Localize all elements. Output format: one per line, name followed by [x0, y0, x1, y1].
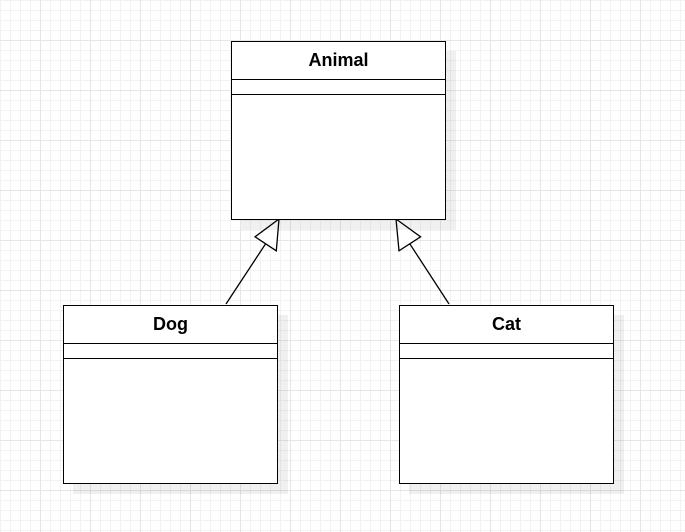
generalization-arrowhead	[253, 217, 280, 252]
inheritance-line	[225, 243, 267, 305]
methods-compartment	[232, 95, 445, 220]
generalization-arrowhead	[395, 217, 422, 252]
class-animal[interactable]: Animal	[231, 41, 446, 220]
inheritance-line	[409, 243, 450, 305]
methods-compartment	[400, 359, 613, 484]
class-name: Dog	[64, 306, 277, 344]
class-cat[interactable]: Cat	[399, 305, 614, 484]
attributes-compartment	[232, 80, 445, 95]
class-name: Cat	[400, 306, 613, 344]
generalization-dog-animal[interactable]	[225, 217, 280, 305]
generalization-cat-animal[interactable]	[395, 217, 450, 305]
class-name: Animal	[232, 42, 445, 80]
attributes-compartment	[400, 344, 613, 359]
attributes-compartment	[64, 344, 277, 359]
methods-compartment	[64, 359, 277, 484]
class-dog[interactable]: Dog	[63, 305, 278, 484]
